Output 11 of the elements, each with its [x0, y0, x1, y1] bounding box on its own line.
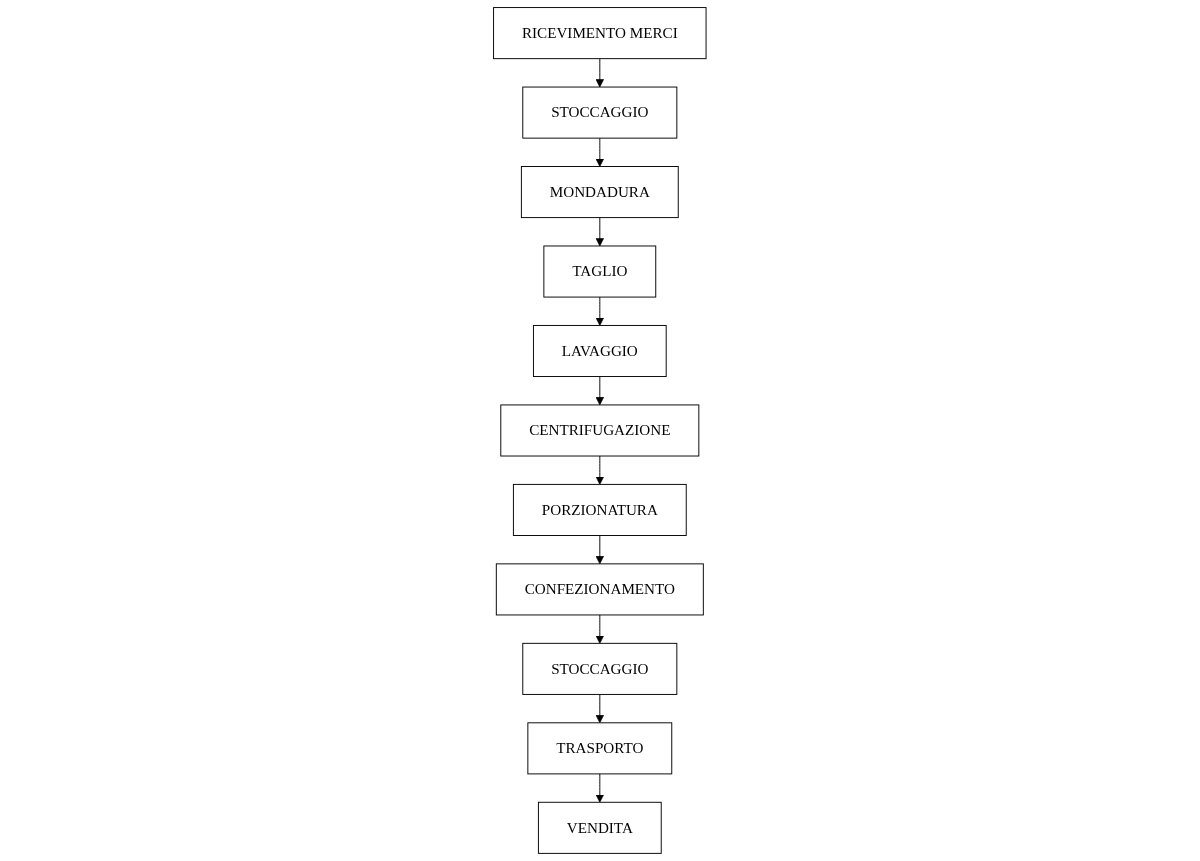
node-box: CONFEZIONAMENTO	[496, 563, 704, 616]
node-box: LAVAGGIO	[533, 325, 667, 378]
node-box: PORZIONATURA	[513, 483, 687, 536]
node-box: VENDITA	[538, 801, 662, 854]
node-box: CENTRIFUGAZIONE	[500, 404, 700, 457]
node-box: TAGLIO	[543, 245, 657, 298]
node-box: RICEVIMENTO MERCI	[493, 7, 707, 60]
node-box: TRASPORTO	[527, 722, 673, 775]
node-box: MONDADURA	[521, 166, 679, 219]
node-box: STOCCAGGIO	[522, 642, 678, 695]
node-box: STOCCAGGIO	[522, 86, 678, 139]
